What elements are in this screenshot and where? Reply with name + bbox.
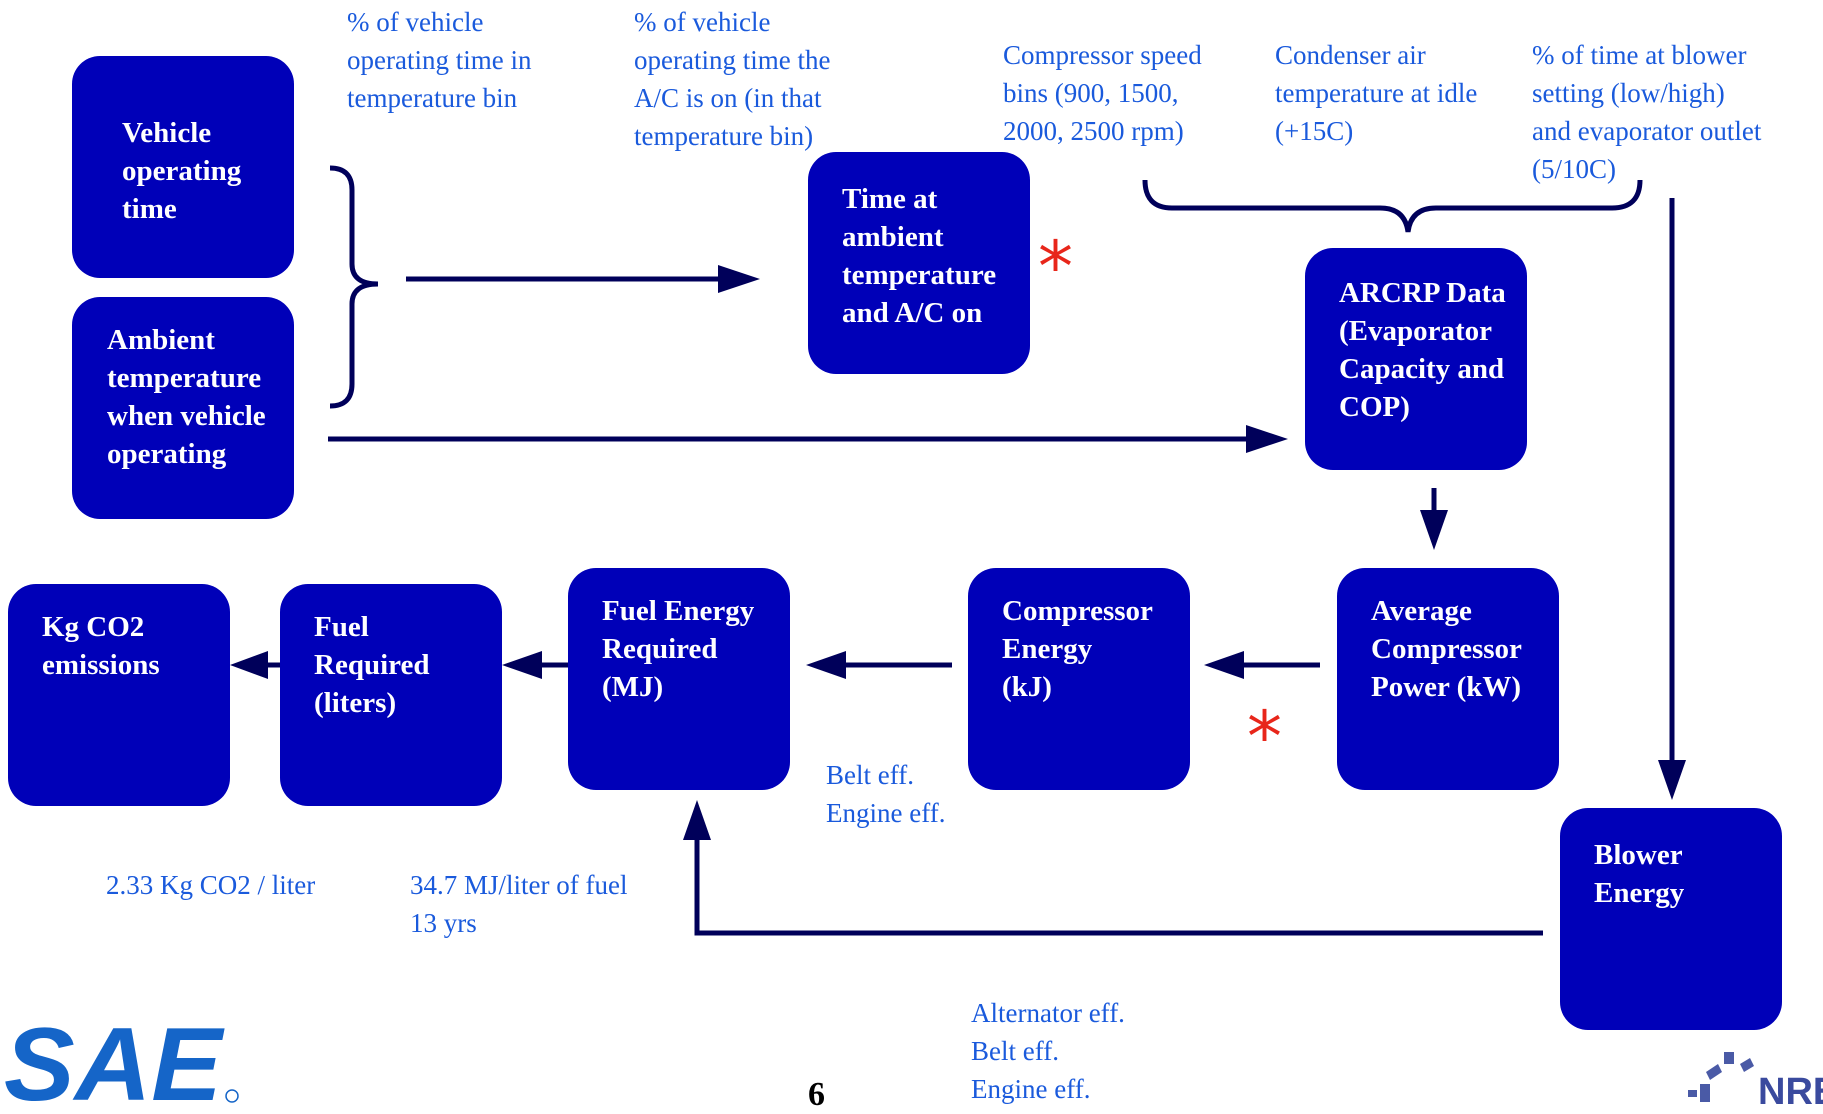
- box-label: Kg CO2 emissions: [42, 611, 160, 681]
- svg-text:SAE: SAE: [4, 1012, 225, 1107]
- box-fuel-required: Fuel Required (liters): [280, 584, 502, 806]
- annotation-condenser-air-temp: Condenser air temperature at idle (+15C): [1275, 40, 1478, 146]
- box-label: Blower Energy: [1594, 839, 1685, 909]
- arrow-fuel-energy-to-fuel: [502, 651, 568, 679]
- arrow-arcrp-to-power: [1420, 488, 1448, 550]
- arrow-brace-to-time: [406, 265, 760, 293]
- annotation-pct-time-in-bin: % of vehicle operating time in temperatu…: [347, 7, 532, 113]
- arrow-compressor-to-fuel-energy: [806, 651, 952, 679]
- box-fuel-energy-required: Fuel Energy Required (MJ): [568, 568, 790, 790]
- page-number: 6: [808, 1076, 825, 1113]
- box-vehicle-operating-time: Vehicle operating time: [72, 56, 294, 278]
- box-label: Ambient temperature when vehicle operati…: [107, 324, 266, 470]
- box-label: Average Compressor Power (kW): [1371, 595, 1522, 703]
- annotation-alternator-belt-engine-eff: Alternator eff. Belt eff. Engine eff.: [971, 998, 1125, 1104]
- box-co2-emissions: Kg CO2 emissions: [8, 584, 230, 806]
- annotation-belt-engine-eff: Belt eff. Engine eff.: [826, 760, 946, 828]
- annotation-mj-per-liter: 34.7 MJ/liter of fuel 13 yrs: [410, 870, 628, 938]
- box-blower-energy: Blower Energy: [1560, 808, 1782, 1030]
- box-compressor-energy: Compressor Energy (kJ): [968, 568, 1190, 790]
- box-label: Time at ambient temperature and A/C on: [842, 183, 997, 329]
- annotation-blower-setting: % of time at blower setting (low/high) a…: [1532, 40, 1762, 184]
- input-brace: [329, 165, 379, 409]
- star-marker-compressor: *: [1247, 696, 1282, 778]
- arrow-ambient-to-arcrp: [328, 425, 1288, 453]
- box-label: Fuel Energy Required (MJ): [602, 595, 755, 703]
- box-time-at-ambient: Time at ambient temperature and A/C on: [808, 152, 1030, 374]
- parameter-brace: [1142, 179, 1643, 233]
- box-label: Fuel Required (liters): [314, 611, 430, 719]
- box-label: Vehicle operating time: [122, 117, 242, 225]
- box-ambient-temperature: Ambient temperature when vehicle operati…: [72, 297, 294, 519]
- svg-text:NRE: NRE: [1758, 1071, 1823, 1107]
- annotation-co2-per-liter: 2.33 Kg CO2 / liter: [106, 870, 316, 900]
- box-arcrp-data: ARCRP Data (Evaporator Capacity and COP): [1305, 248, 1527, 470]
- arrow-fuel-to-co2: [230, 651, 280, 679]
- box-label: ARCRP Data (Evaporator Capacity and COP): [1339, 277, 1506, 423]
- sae-logo: SAE: [4, 1012, 239, 1107]
- arrow-power-to-compressor-energy: [1204, 651, 1320, 679]
- arrow-blower-to-fuel-energy: [683, 800, 1543, 936]
- annotation-compressor-speed-bins: Compressor speed bins (900, 1500, 2000, …: [1003, 40, 1202, 146]
- box-average-compressor-power: Average Compressor Power (kW): [1337, 568, 1559, 790]
- arrow-brace-to-blower: [1658, 198, 1686, 800]
- nrel-logo: NRE: [1688, 1052, 1823, 1107]
- annotation-pct-ac-on: % of vehicle operating time the A/C is o…: [634, 7, 831, 151]
- star-marker-time-ambient: *: [1038, 226, 1073, 308]
- box-label: Compressor Energy (kJ): [1002, 595, 1153, 703]
